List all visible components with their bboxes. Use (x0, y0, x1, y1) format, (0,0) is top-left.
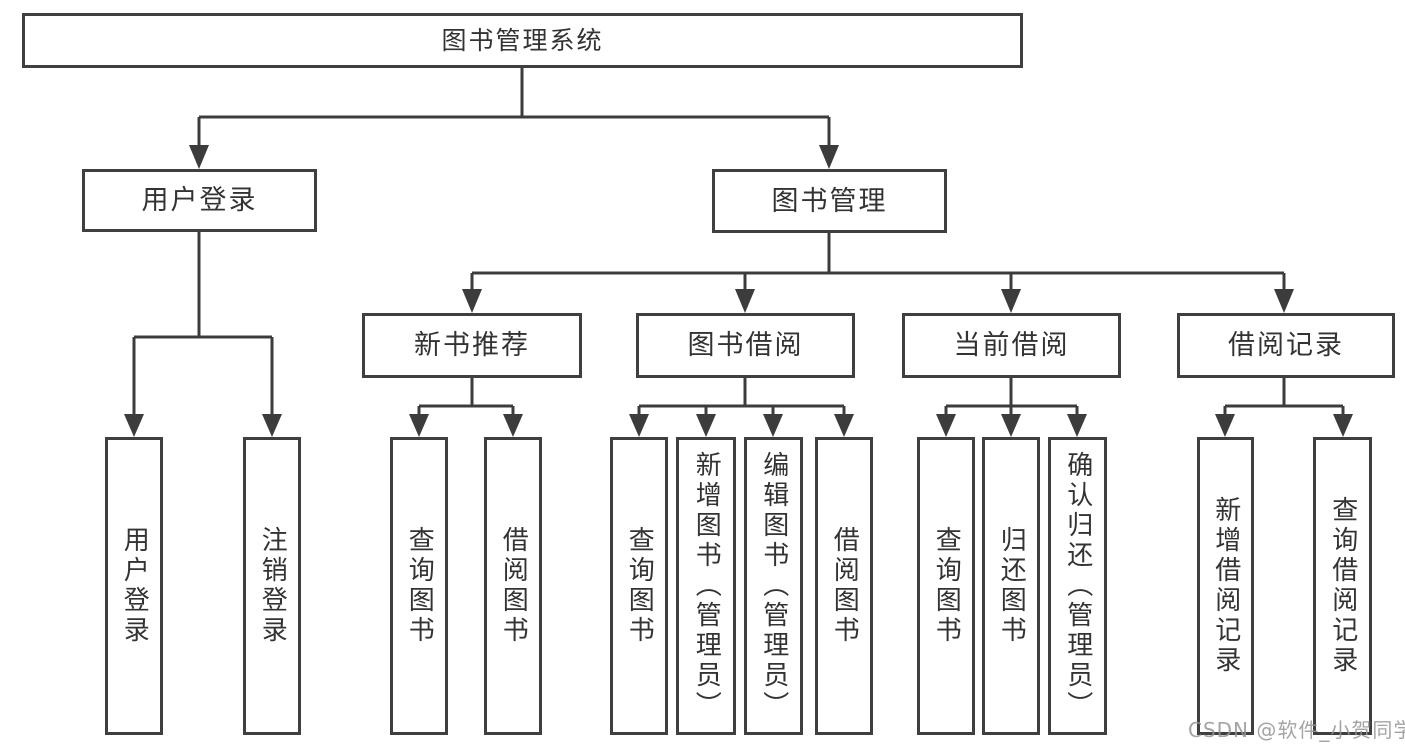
arrowhead (834, 414, 854, 437)
node-borrowing-records: 借阅记录 (1177, 313, 1395, 378)
node-user-login: 用户登录 (82, 169, 317, 232)
arrowhead (936, 414, 956, 437)
node-label: 图书借阅 (687, 330, 804, 361)
arrowhead (409, 414, 429, 437)
leaf-logout: 注销登录 (243, 437, 301, 735)
leaf-borrow-borrow-books: 借阅图书 (815, 437, 873, 735)
arrowhead (819, 145, 839, 169)
node-new-book-recommend: 新书推荐 (362, 313, 582, 378)
arrowhead (462, 289, 482, 313)
node-book-management: 图书管理 (712, 169, 947, 233)
leaf-recommend-query-books: 查询图书 (390, 437, 448, 735)
node-root-library-system: 图书管理系统 (22, 13, 1023, 68)
node-label: 用户登录 (141, 185, 258, 216)
node-label: 用户登录 (119, 526, 150, 646)
csdn-watermark: CSDN @软件_小贺同学 (1188, 718, 1405, 742)
leaf-borrow-add-books-admin: 新增图书（管理员） (676, 437, 736, 735)
node-label: 新书推荐 (414, 330, 530, 361)
arrowhead (1067, 414, 1087, 437)
leaf-current-return-books: 归还图书 (982, 437, 1040, 735)
arrowhead (1001, 414, 1021, 437)
node-label: 图书管理系统 (441, 26, 604, 55)
arrowhead (1001, 289, 1021, 313)
arrowhead (696, 414, 716, 437)
leaf-record-query-borrow-record: 查询借阅记录 (1313, 437, 1372, 735)
arrowhead (189, 145, 209, 169)
leaf-current-query-books: 查询图书 (917, 437, 975, 735)
node-label: 借阅图书 (498, 526, 529, 646)
connector-root-to-level2 (189, 68, 839, 169)
arrowhead (763, 414, 783, 437)
arrowhead (124, 414, 144, 437)
node-label: 借阅记录 (1228, 330, 1344, 361)
connector-userlogin-to-leaves (124, 232, 282, 437)
node-book-borrowing: 图书借阅 (636, 313, 855, 378)
leaf-recommend-borrow-books: 借阅图书 (484, 437, 542, 735)
node-label: 查询图书 (931, 526, 962, 646)
connector-current-to-leaves (936, 378, 1087, 437)
arrowhead (1215, 414, 1235, 437)
node-current-borrowing: 当前借阅 (902, 313, 1121, 378)
connector-bookmgmt-to-level3 (462, 233, 1294, 313)
node-label: 借阅图书 (829, 526, 860, 646)
node-label: 确认归还（管理员） (1062, 451, 1093, 721)
leaf-record-add-borrow-record: 新增借阅记录 (1197, 437, 1254, 735)
leaf-borrow-edit-books-admin: 编辑图书（管理员） (744, 437, 803, 735)
connector-borrow-to-leaves (629, 378, 854, 437)
arrowhead (629, 414, 649, 437)
arrowhead (503, 414, 523, 437)
node-label: 图书管理 (771, 185, 888, 217)
node-label: 新增图书（管理员） (691, 451, 722, 721)
leaf-current-confirm-return-admin: 确认归还（管理员） (1048, 437, 1107, 735)
node-label: 查询图书 (404, 526, 435, 646)
arrowhead (1333, 414, 1353, 437)
arrowhead (735, 289, 755, 313)
node-label: 新增借阅记录 (1210, 496, 1241, 676)
node-label: 查询图书 (624, 526, 655, 646)
node-label: 归还图书 (996, 526, 1027, 646)
arrowhead (262, 414, 282, 437)
leaf-borrow-query-books: 查询图书 (610, 437, 668, 735)
connector-recommend-to-leaves (409, 378, 523, 437)
connector-record-to-leaves (1215, 378, 1353, 437)
node-label: 编辑图书（管理员） (758, 451, 789, 721)
node-label: 当前借阅 (953, 330, 1070, 361)
node-label: 查询借阅记录 (1327, 496, 1358, 676)
node-label: 注销登录 (257, 526, 288, 646)
arrowhead (1274, 289, 1294, 313)
leaf-user-login: 用户登录 (105, 437, 163, 735)
